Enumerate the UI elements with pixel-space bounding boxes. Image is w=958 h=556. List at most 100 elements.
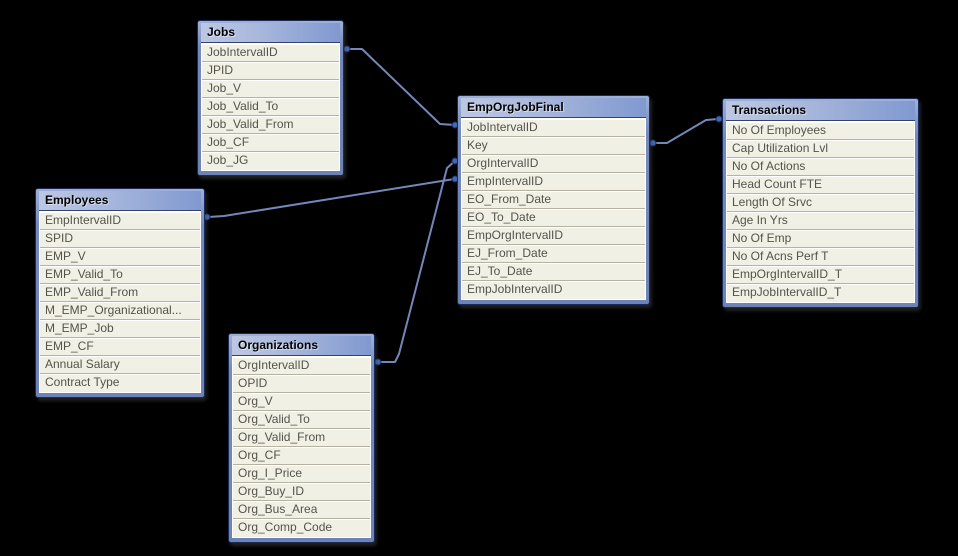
field-row-jobintervalid[interactable]: JobIntervalID [462, 119, 645, 137]
field-row-job-cf[interactable]: Job_CF [202, 134, 339, 152]
field-row-org-bus-area[interactable]: Org_Bus_Area [233, 501, 370, 519]
field-label: M_EMP_Job [45, 321, 114, 335]
field-row-org-valid-from[interactable]: Org_Valid_From [233, 429, 370, 447]
field-row-spid[interactable]: SPID [40, 230, 200, 248]
field-label: JPID [207, 63, 234, 77]
field-row-emp-valid-from[interactable]: EMP_Valid_From [40, 284, 200, 302]
field-label: EmpOrgIntervalID_T [732, 267, 843, 281]
field-label: Org_Valid_To [238, 412, 310, 426]
field-row-emp-v[interactable]: EMP_V [40, 248, 200, 266]
field-label: Job_Valid_To [207, 99, 279, 113]
field-row-m-emp-organizational[interactable]: M_EMP_Organizational... [40, 302, 200, 320]
field-label: Job_JG [207, 153, 249, 167]
field-row-eo-to-date[interactable]: EO_To_Date [462, 209, 645, 227]
field-label: M_EMP_Organizational... [45, 303, 182, 317]
field-label: Org_Buy_ID [238, 484, 305, 498]
field-label: No Of Acns Perf T [732, 249, 829, 263]
field-row-org-i-price[interactable]: Org_I_Price [233, 465, 370, 483]
field-label: Contract Type [45, 375, 120, 389]
field-label: Org_CF [238, 448, 281, 462]
table-emporgjobfinal-header[interactable]: EmpOrgJobFinal [461, 98, 646, 118]
table-employees-header[interactable]: Employees [39, 191, 201, 211]
field-row-emporgintervalid-t[interactable]: EmpOrgIntervalID_T [727, 266, 914, 284]
field-row-eo-from-date[interactable]: EO_From_Date [462, 191, 645, 209]
field-row-length-of-srvc[interactable]: Length Of Srvc [727, 194, 914, 212]
field-label: No Of Actions [732, 159, 806, 173]
field-label: Length Of Srvc [732, 195, 813, 209]
field-row-age-in-yrs[interactable]: Age In Yrs [727, 212, 914, 230]
field-row-contract-type[interactable]: Contract Type [40, 374, 200, 392]
field-label: EJ_From_Date [467, 246, 548, 260]
field-row-no-of-employees[interactable]: No Of Employees [727, 122, 914, 140]
table-transactions-header[interactable]: Transactions [726, 101, 915, 121]
field-label: Job_Valid_From [207, 117, 294, 131]
field-label: Annual Salary [45, 357, 120, 371]
field-label: No Of Employees [732, 123, 827, 137]
field-row-org-v[interactable]: Org_V [233, 393, 370, 411]
field-row-opid[interactable]: OPID [233, 375, 370, 393]
field-row-empintervalid[interactable]: EmpIntervalID [40, 212, 200, 230]
field-row-emp-cf[interactable]: EMP_CF [40, 338, 200, 356]
field-row-org-valid-to[interactable]: Org_Valid_To [233, 411, 370, 429]
field-row-head-count-fte[interactable]: Head Count FTE [727, 176, 914, 194]
field-row-annual-salary[interactable]: Annual Salary [40, 356, 200, 374]
field-row-no-of-actions[interactable]: No Of Actions [727, 158, 914, 176]
table-organizations-header[interactable]: Organizations [232, 336, 371, 356]
field-row-m-emp-job[interactable]: M_EMP_Job [40, 320, 200, 338]
field-row-job-jg[interactable]: Job_JG [202, 152, 339, 170]
field-label: Org_I_Price [238, 466, 303, 480]
connector-endpoint-dot [343, 45, 351, 53]
connector-emporgjobfinal-to-transactions [652, 118, 719, 144]
field-row-emp-valid-to[interactable]: EMP_Valid_To [40, 266, 200, 284]
field-label: No Of Emp [732, 231, 792, 245]
field-row-emporgintervalid[interactable]: EmpOrgIntervalID [462, 227, 645, 245]
field-label: EO_To_Date [467, 210, 536, 224]
field-row-ej-to-date[interactable]: EJ_To_Date [462, 263, 645, 281]
field-row-orgintervalid[interactable]: OrgIntervalID [233, 357, 370, 375]
field-row-empjobintervalid-t[interactable]: EmpJobIntervalID_T [727, 284, 914, 302]
field-label: Org_Bus_Area [238, 502, 318, 516]
field-row-jpid[interactable]: JPID [202, 62, 339, 80]
field-row-no-of-acns-perf-t[interactable]: No Of Acns Perf T [727, 248, 914, 266]
field-row-key[interactable]: Key [462, 137, 645, 155]
field-label: Cap Utilization Lvl [732, 141, 829, 155]
field-row-org-buy-id[interactable]: Org_Buy_ID [233, 483, 370, 501]
field-row-orgintervalid[interactable]: OrgIntervalID [462, 155, 645, 173]
field-row-no-of-emp[interactable]: No Of Emp [727, 230, 914, 248]
connector-employees-to-emporgjobfinal [207, 178, 456, 218]
field-row-cap-utilization-lvl[interactable]: Cap Utilization Lvl [727, 140, 914, 158]
field-label: EmpJobIntervalID [467, 282, 563, 296]
table-jobs-header[interactable]: Jobs [201, 23, 340, 43]
field-label: OrgIntervalID [467, 156, 539, 170]
field-row-job-v[interactable]: Job_V [202, 80, 339, 98]
field-row-ej-from-date[interactable]: EJ_From_Date [462, 245, 645, 263]
field-row-job-valid-from[interactable]: Job_Valid_From [202, 116, 339, 134]
field-row-empjobintervalid[interactable]: EmpJobIntervalID [462, 281, 645, 299]
field-row-empintervalid[interactable]: EmpIntervalID [462, 173, 645, 191]
field-row-jobintervalid[interactable]: JobIntervalID [202, 44, 339, 62]
field-label: JobIntervalID [207, 45, 278, 59]
field-label: Age In Yrs [732, 213, 788, 227]
connector-jobs-to-emporgjobfinal [347, 48, 456, 126]
field-row-org-comp-code[interactable]: Org_Comp_Code [233, 519, 370, 537]
field-row-job-valid-to[interactable]: Job_Valid_To [202, 98, 339, 116]
field-row-org-cf[interactable]: Org_CF [233, 447, 370, 465]
field-label: Head Count FTE [732, 177, 823, 191]
field-label: Org_Valid_From [238, 430, 326, 444]
field-label: EmpOrgIntervalID [467, 228, 564, 242]
field-label: EO_From_Date [467, 192, 552, 206]
field-label: EmpIntervalID [467, 174, 544, 188]
connector-organizations-to-emporgjobfinal [379, 160, 456, 363]
field-label: Key [467, 138, 488, 152]
field-label: EMP_Valid_From [45, 285, 139, 299]
